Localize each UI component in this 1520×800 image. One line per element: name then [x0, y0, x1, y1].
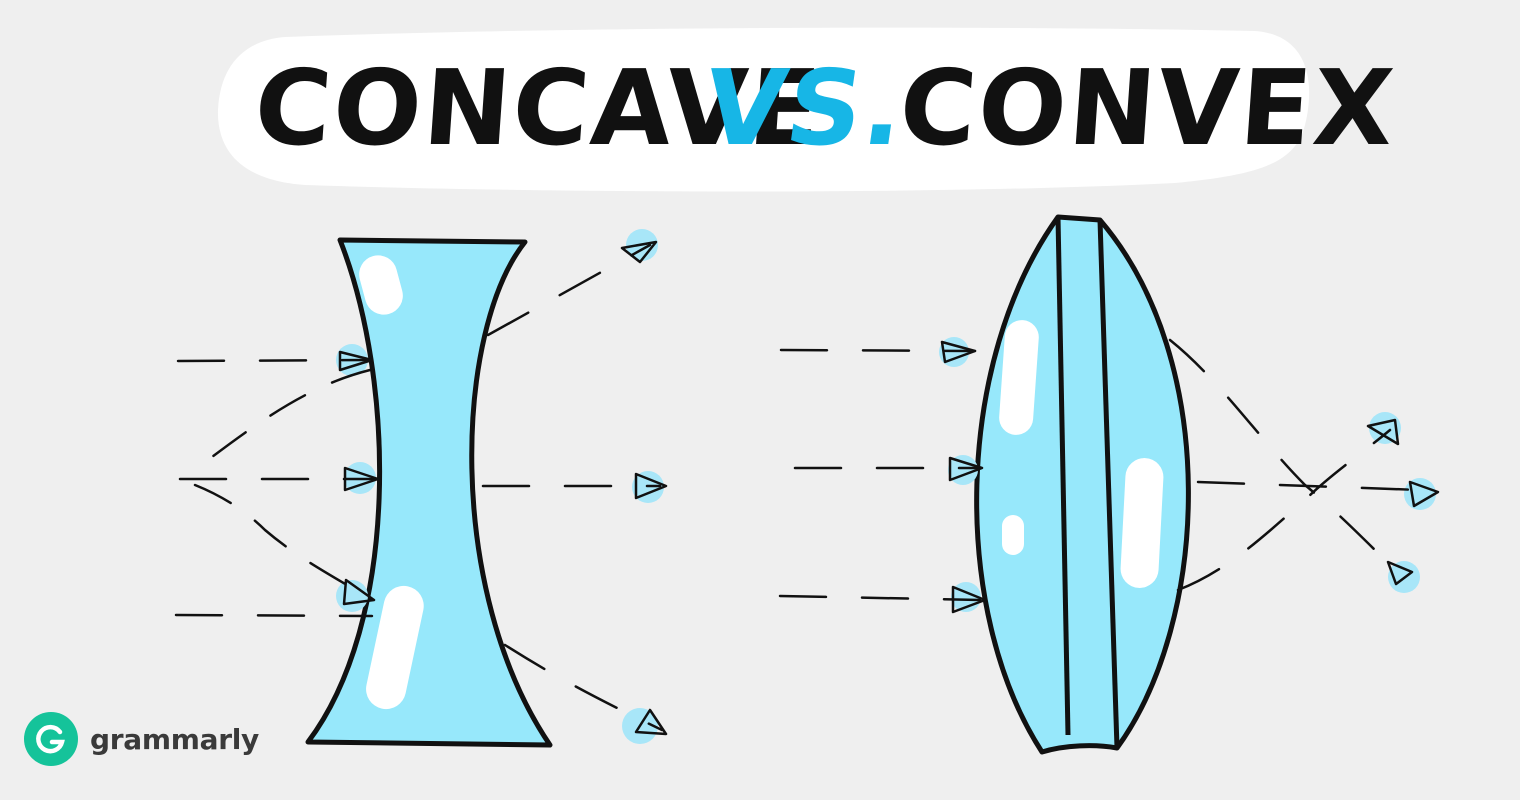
convex-highlight-dot	[1002, 515, 1024, 555]
convex-outgoing-rays	[1168, 338, 1422, 592]
concave-highlight-bottom	[366, 585, 424, 710]
concave-arrowheads	[338, 240, 668, 736]
concave-lens-body	[305, 237, 553, 748]
convex-arrowheads	[940, 340, 1440, 614]
grammarly-g-icon	[24, 712, 78, 766]
concave-virtual-focus-lines	[193, 368, 374, 602]
concave-outgoing-rays	[481, 243, 664, 732]
convex-lens-diagram	[778, 214, 1440, 755]
title-convex: CONVEX	[895, 47, 1400, 169]
concave-lens-diagram	[174, 229, 668, 748]
title-banner	[217, 27, 1310, 192]
convex-lens-band-left	[1055, 216, 1071, 736]
convex-highlight-left	[999, 320, 1039, 435]
convex-lens-band-right	[1097, 219, 1120, 749]
title-vs: VS.	[696, 47, 915, 169]
brand-name: grammarly	[90, 722, 259, 756]
convex-incoming-rays	[778, 348, 982, 602]
convex-highlight-right	[1120, 458, 1164, 588]
concave-incoming-rays	[174, 358, 377, 618]
concave-highlight-top	[359, 255, 403, 315]
brand-lockup: grammarly	[24, 712, 259, 766]
